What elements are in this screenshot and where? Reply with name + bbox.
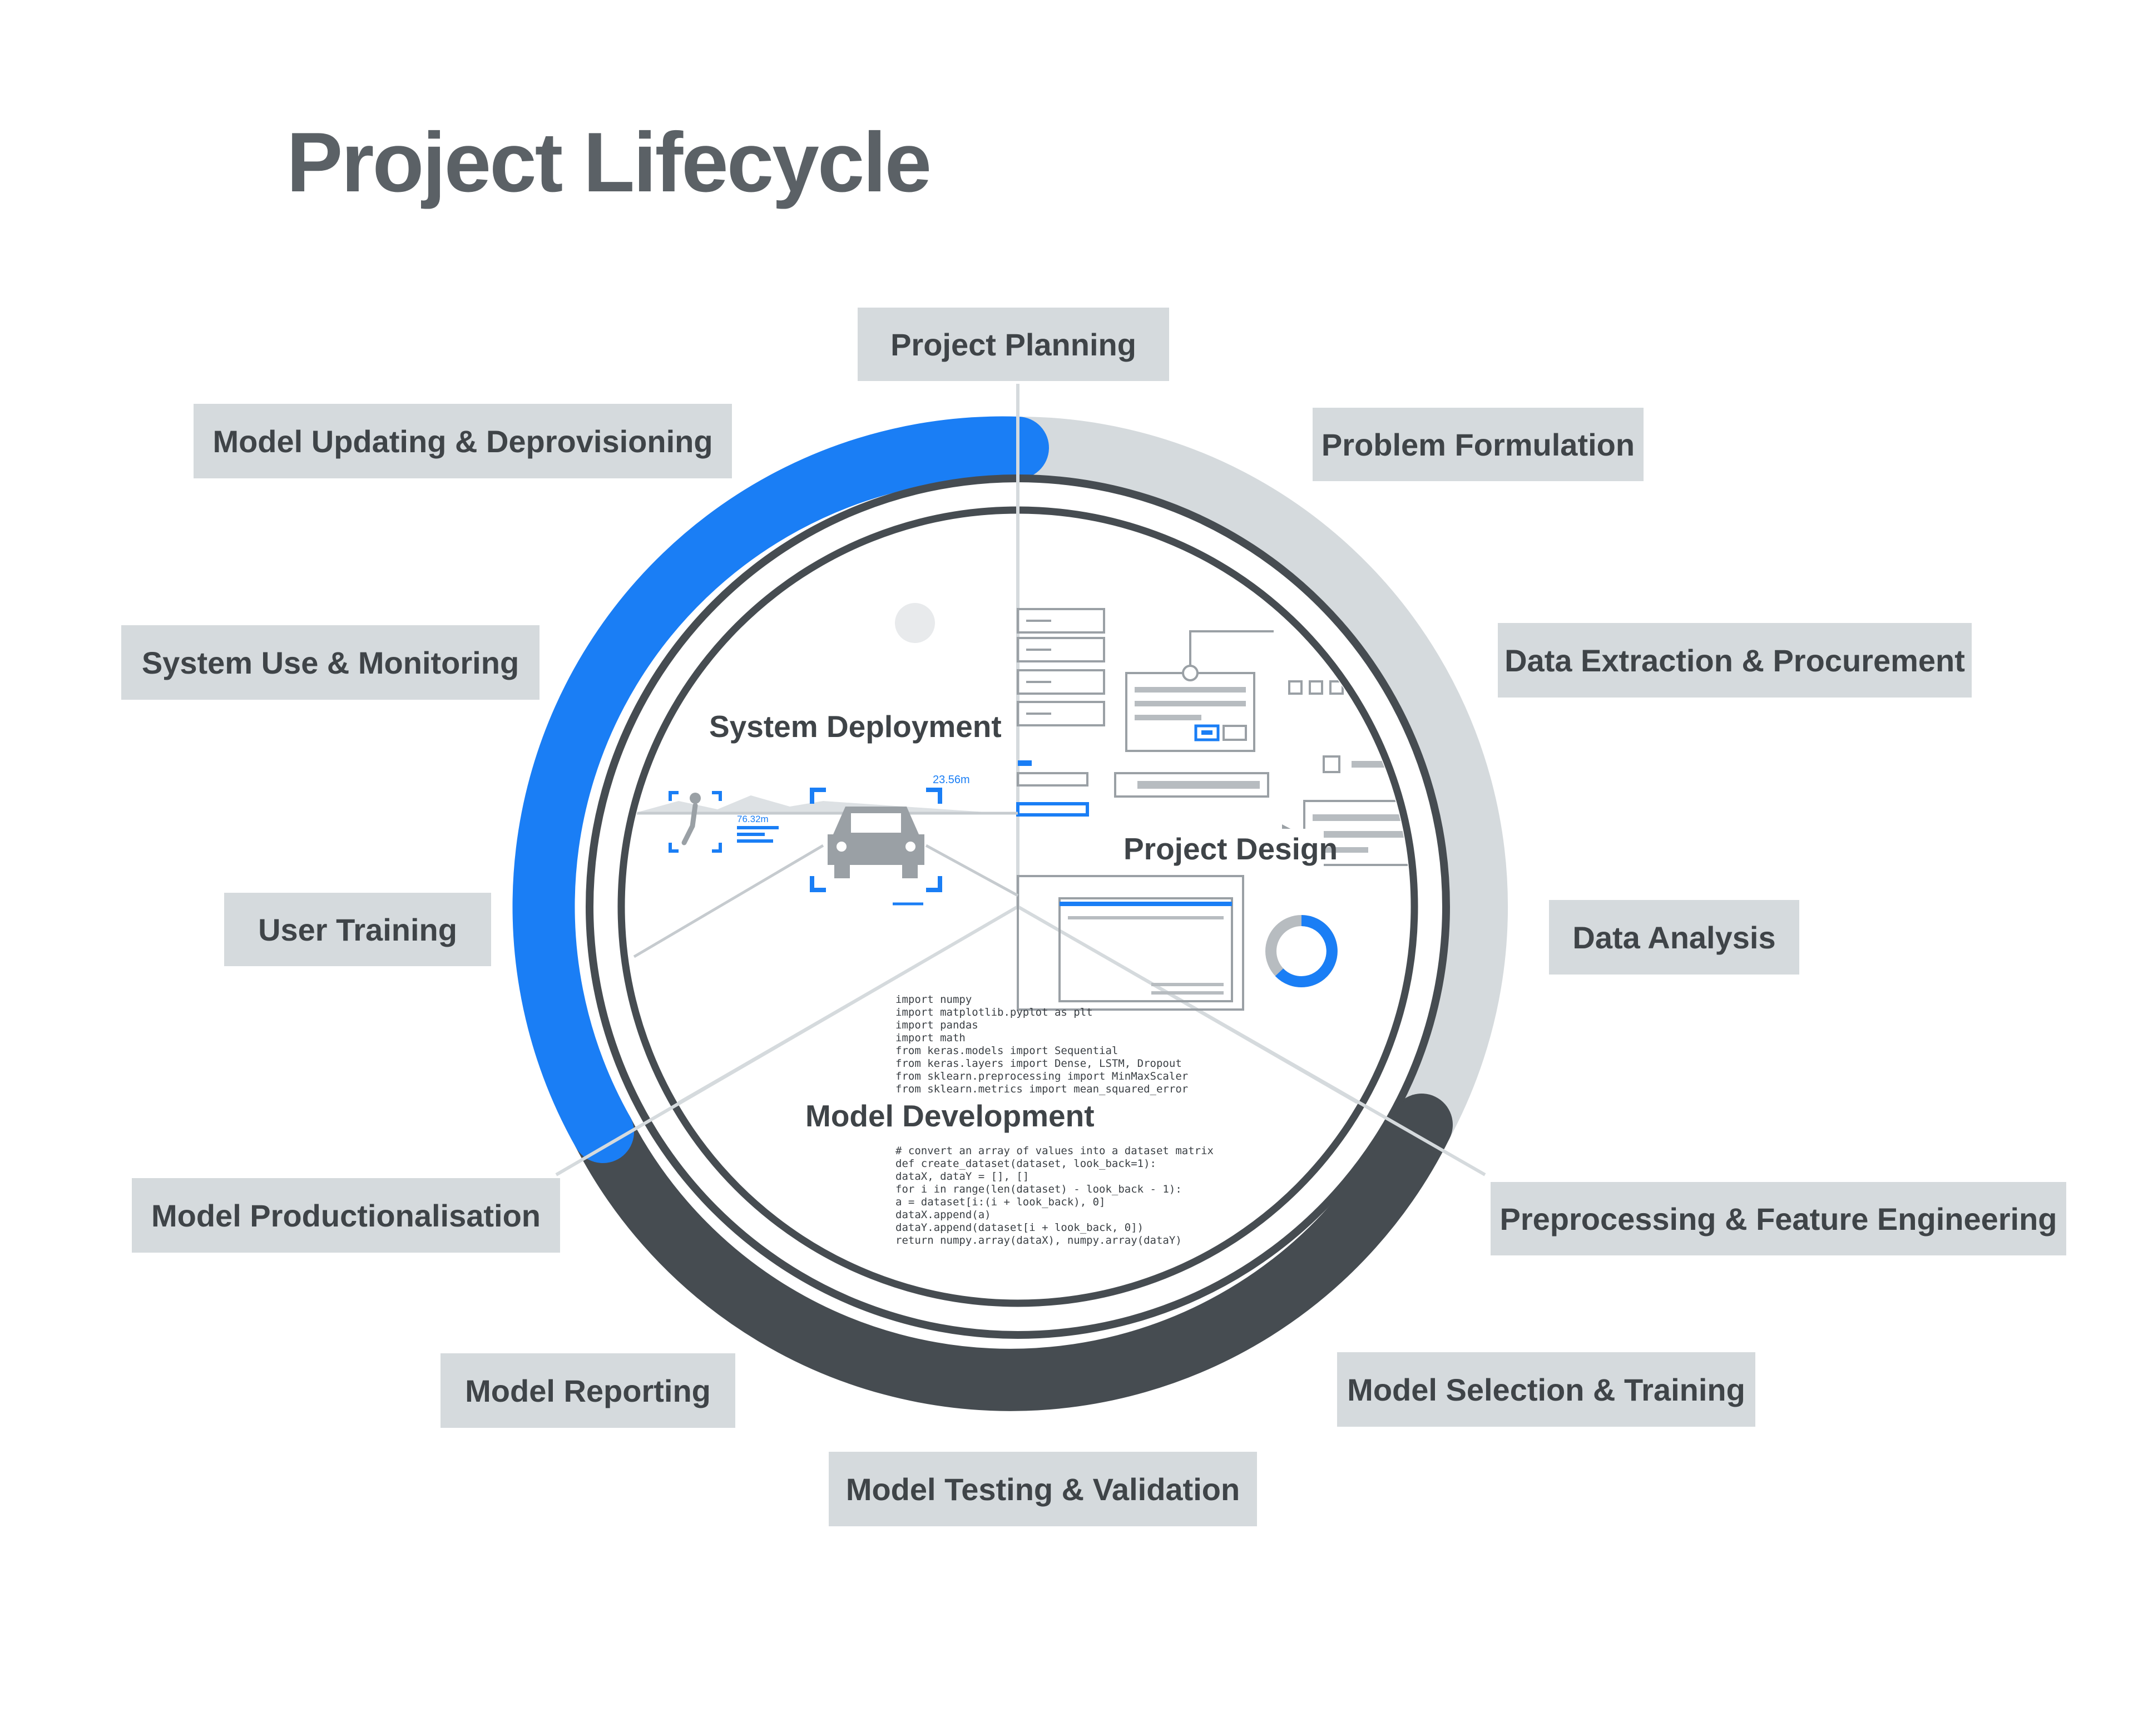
deployment-scene-illustration: 23.56m 76.32m bbox=[633, 603, 1019, 958]
car-distance-label: 23.56m bbox=[933, 774, 970, 786]
phase-label-design: Project Design bbox=[1124, 832, 1338, 866]
stage-label: Project Planning bbox=[858, 308, 1169, 381]
code-line: import matplotlib.pyplot as plt bbox=[895, 1006, 1093, 1018]
person-distance-label: 76.32m bbox=[737, 814, 769, 824]
code-line: return numpy.array(dataX), numpy.array(d… bbox=[895, 1234, 1182, 1247]
code-line: import pandas bbox=[895, 1019, 978, 1031]
design-phase-arc bbox=[987, 417, 1508, 1156]
phase-label-development: Model Development bbox=[805, 1099, 1095, 1133]
code-line: dataX, dataY = [], [] bbox=[895, 1170, 1029, 1183]
deployment-phase-arc bbox=[512, 416, 1049, 1163]
code-line: # convert an array of values into a data… bbox=[895, 1145, 1214, 1157]
code-line: dataX.append(a) bbox=[895, 1209, 991, 1221]
code-line: dataY.append(dataset[i + look_back, 0]) bbox=[895, 1221, 1144, 1234]
code-line: from keras.models import Sequential bbox=[895, 1045, 1118, 1057]
code-line: a = dataset[i:(i + look_back), 0] bbox=[895, 1196, 1106, 1208]
stage-label: System Use & Monitoring bbox=[121, 625, 540, 700]
code-line: from sklearn.metrics import mean_squared… bbox=[895, 1083, 1188, 1095]
code-line: from keras.layers import Dense, LSTM, Dr… bbox=[895, 1057, 1182, 1070]
stage-label: Problem Formulation bbox=[1313, 408, 1644, 481]
stage-label: Model Selection & Training bbox=[1337, 1352, 1755, 1427]
code-line: import numpy bbox=[895, 993, 972, 1006]
phase-label-deployment: System Deployment bbox=[709, 709, 1002, 744]
stage-label: Data Analysis bbox=[1549, 900, 1799, 975]
stage-label: Model Updating & Deprovisioning bbox=[194, 404, 732, 478]
stage-label: Data Extraction & Procurement bbox=[1498, 623, 1972, 698]
stage-label: User Training bbox=[224, 893, 491, 966]
code-line: from sklearn.preprocessing import MinMax… bbox=[895, 1070, 1188, 1082]
development-phase-arc bbox=[572, 1094, 1453, 1411]
code-line: import math bbox=[895, 1032, 966, 1044]
design-accent-marks bbox=[1016, 724, 1338, 987]
stage-label: Model Reporting bbox=[441, 1353, 735, 1428]
page-title: Project Lifecycle bbox=[286, 115, 932, 210]
code-line: def create_dataset(dataset, look_back=1)… bbox=[895, 1158, 1156, 1170]
code-line: for i in range(len(dataset) - look_back … bbox=[895, 1183, 1182, 1195]
stage-label: Preprocessing & Feature Engineering bbox=[1491, 1182, 2066, 1255]
stage-label: Model Productionalisation bbox=[132, 1178, 560, 1253]
stage-label: Model Testing & Validation bbox=[829, 1452, 1257, 1526]
